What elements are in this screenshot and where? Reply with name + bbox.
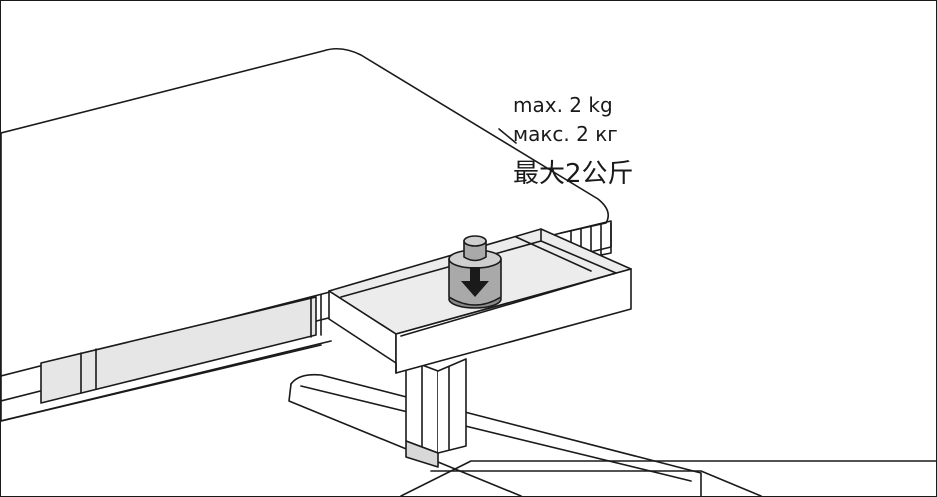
weight-limit-latin-label: max. 2 kg bbox=[513, 93, 613, 117]
weight-limit-chinese-label: 最大2公斤 bbox=[513, 159, 634, 189]
desk-leg bbox=[405, 358, 467, 468]
label-leader-line bbox=[498, 128, 517, 144]
down-arrow-icon bbox=[461, 267, 489, 297]
weight-limit-cyrillic-label: макс. 2 кг bbox=[513, 122, 618, 146]
desk-foot bbox=[288, 373, 936, 496]
